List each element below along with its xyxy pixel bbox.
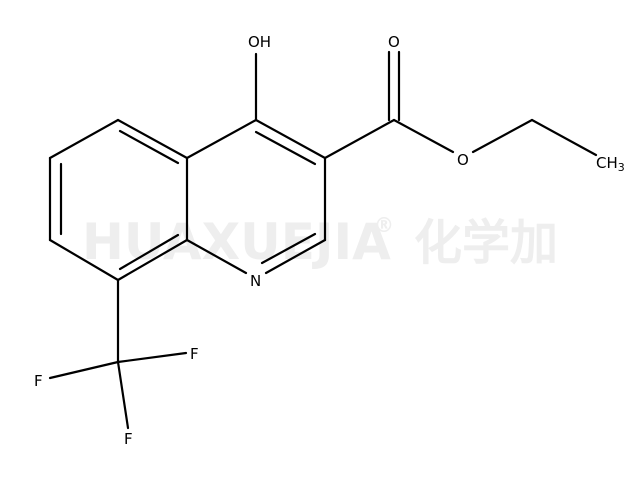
atom-f-left: F	[34, 372, 43, 390]
bond-cf3-f-bottom	[116, 360, 130, 430]
bond-ch2-ch3	[530, 118, 598, 157]
atom-f-right: F	[190, 345, 199, 363]
bond-c3-ccarbonyl	[323, 118, 396, 160]
atom-ch3: CH3	[596, 154, 625, 174]
atom-o-carbonyl: O	[388, 33, 400, 51]
atom-ch3-subscript: 3	[618, 161, 625, 174]
bond-c4-c3	[254, 118, 327, 160]
bond-c4a-c5-inner	[118, 129, 180, 165]
bond-n1-c8a	[185, 238, 248, 275]
atom-n: N	[250, 272, 261, 290]
bond-oester-ch2	[471, 118, 534, 154]
bond-c7-c8	[48, 238, 120, 282]
watermark-text: HUAXUEJIA	[82, 213, 391, 271]
bond-cf3-f-right	[116, 351, 188, 364]
bond-c5-c6	[48, 118, 120, 160]
atom-ch3-main: CH	[596, 154, 618, 172]
atom-labels: OH O O CH3 N F F F	[34, 33, 625, 448]
bond-c8-c8a	[116, 238, 189, 282]
bond-set	[48, 50, 598, 430]
atom-f-bottom: F	[124, 430, 133, 448]
bond-c4-c3-inner	[254, 130, 317, 166]
watermark-registered: ®	[374, 213, 394, 237]
bond-c2-n1-inner	[260, 232, 317, 265]
atom-o-ester: O	[457, 151, 469, 169]
atom-oh: OH	[248, 33, 271, 51]
bond-c4a-c5	[116, 118, 189, 160]
watermark-cjk: 化学加	[414, 215, 558, 271]
bond-c2-n1	[264, 238, 327, 275]
bond-ccarbonyl-oester	[392, 118, 455, 154]
bond-c8-c8a-inner	[118, 233, 180, 271]
bond-c4a-c4	[185, 118, 258, 160]
bond-cf3-f-left	[48, 360, 120, 380]
